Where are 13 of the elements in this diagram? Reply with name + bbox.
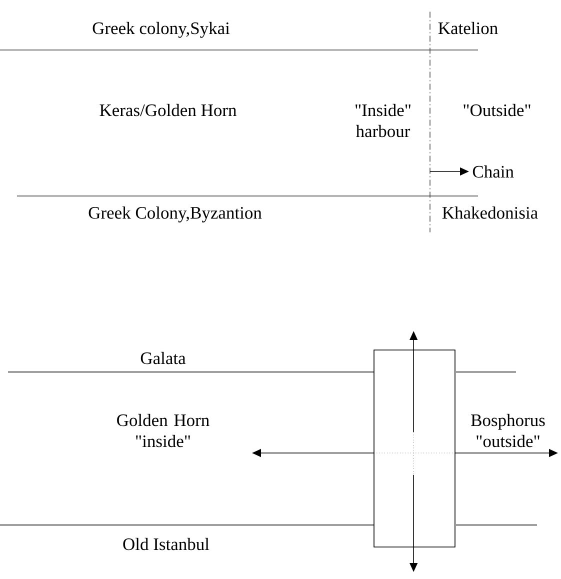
place-label: Keras/Golden Horn	[100, 104, 236, 116]
barrier-box	[374, 350, 456, 548]
place-label: Katelion	[438, 22, 498, 34]
place-label: Golden Horn "inside"	[117, 414, 210, 448]
place-label: "Inside" harbour	[356, 104, 410, 138]
place-label: Khakedonisia	[442, 206, 538, 219]
place-label: "Outside"	[464, 104, 530, 116]
place-label: Greek colony,Sykai	[92, 22, 230, 38]
place-label: Bosphorus "outside"	[471, 414, 545, 448]
text-label: Chain	[472, 165, 514, 178]
place-label: Galata	[140, 352, 186, 364]
place-label: Greek Colony,Byzantion	[88, 206, 262, 222]
place-label: Old Istanbul	[123, 538, 210, 550]
